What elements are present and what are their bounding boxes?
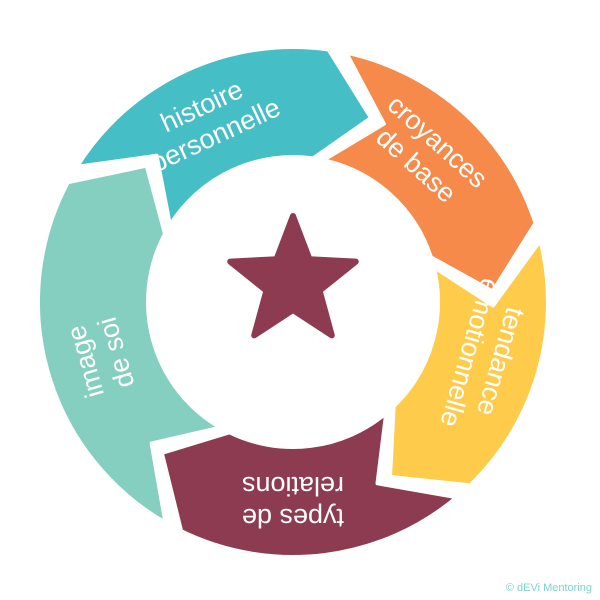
segment-croyances: [321, 50, 538, 294]
segment-image: [36, 163, 223, 525]
label-types-line-1: types de: [242, 503, 344, 533]
segment-tendance: [388, 238, 550, 488]
copyright-credit: © dEVi Mentoring: [505, 582, 592, 594]
label-types-line-2: relations: [242, 471, 344, 501]
segments-group: [36, 45, 550, 559]
star-icon: [227, 213, 359, 339]
segment-histoire: [74, 45, 374, 228]
segment-types: [159, 411, 459, 559]
label-types: types derelations: [242, 471, 344, 533]
